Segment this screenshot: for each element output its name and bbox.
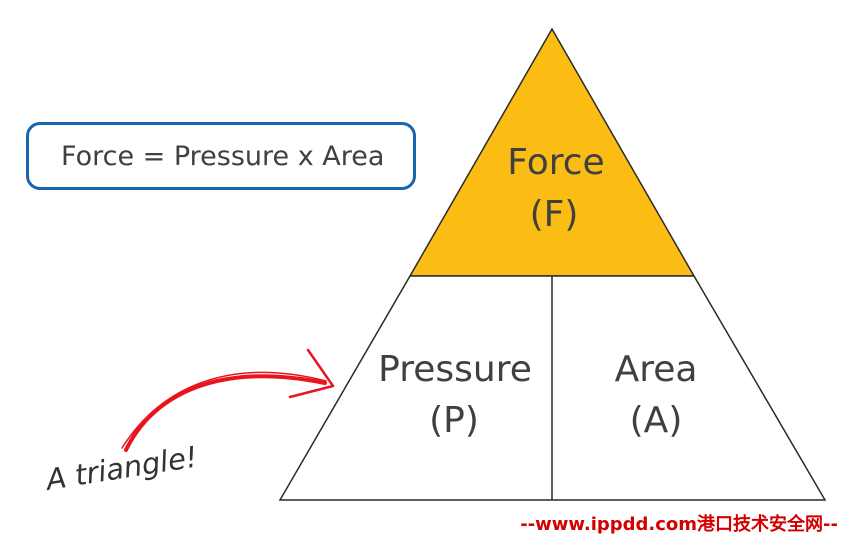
watermark-text: --www.ippdd.com港口技术安全网-- — [520, 513, 838, 535]
pressure-symbol: (P) — [429, 400, 479, 441]
area-symbol: (A) — [630, 400, 683, 441]
formula-box: Force = Pressure x Area — [26, 122, 416, 190]
formula-text: Force = Pressure x Area — [61, 140, 385, 172]
pressure-label: Pressure — [378, 349, 532, 390]
force-label: Force — [507, 142, 604, 183]
force-symbol: (F) — [530, 194, 579, 235]
annotation-arrow-curve-thin — [121, 371, 327, 449]
arrowhead-icon — [288, 348, 335, 399]
area-label: Area — [615, 349, 698, 390]
annotation-text: A triangle! — [42, 439, 200, 497]
annotation-arrow-curve — [124, 374, 327, 452]
